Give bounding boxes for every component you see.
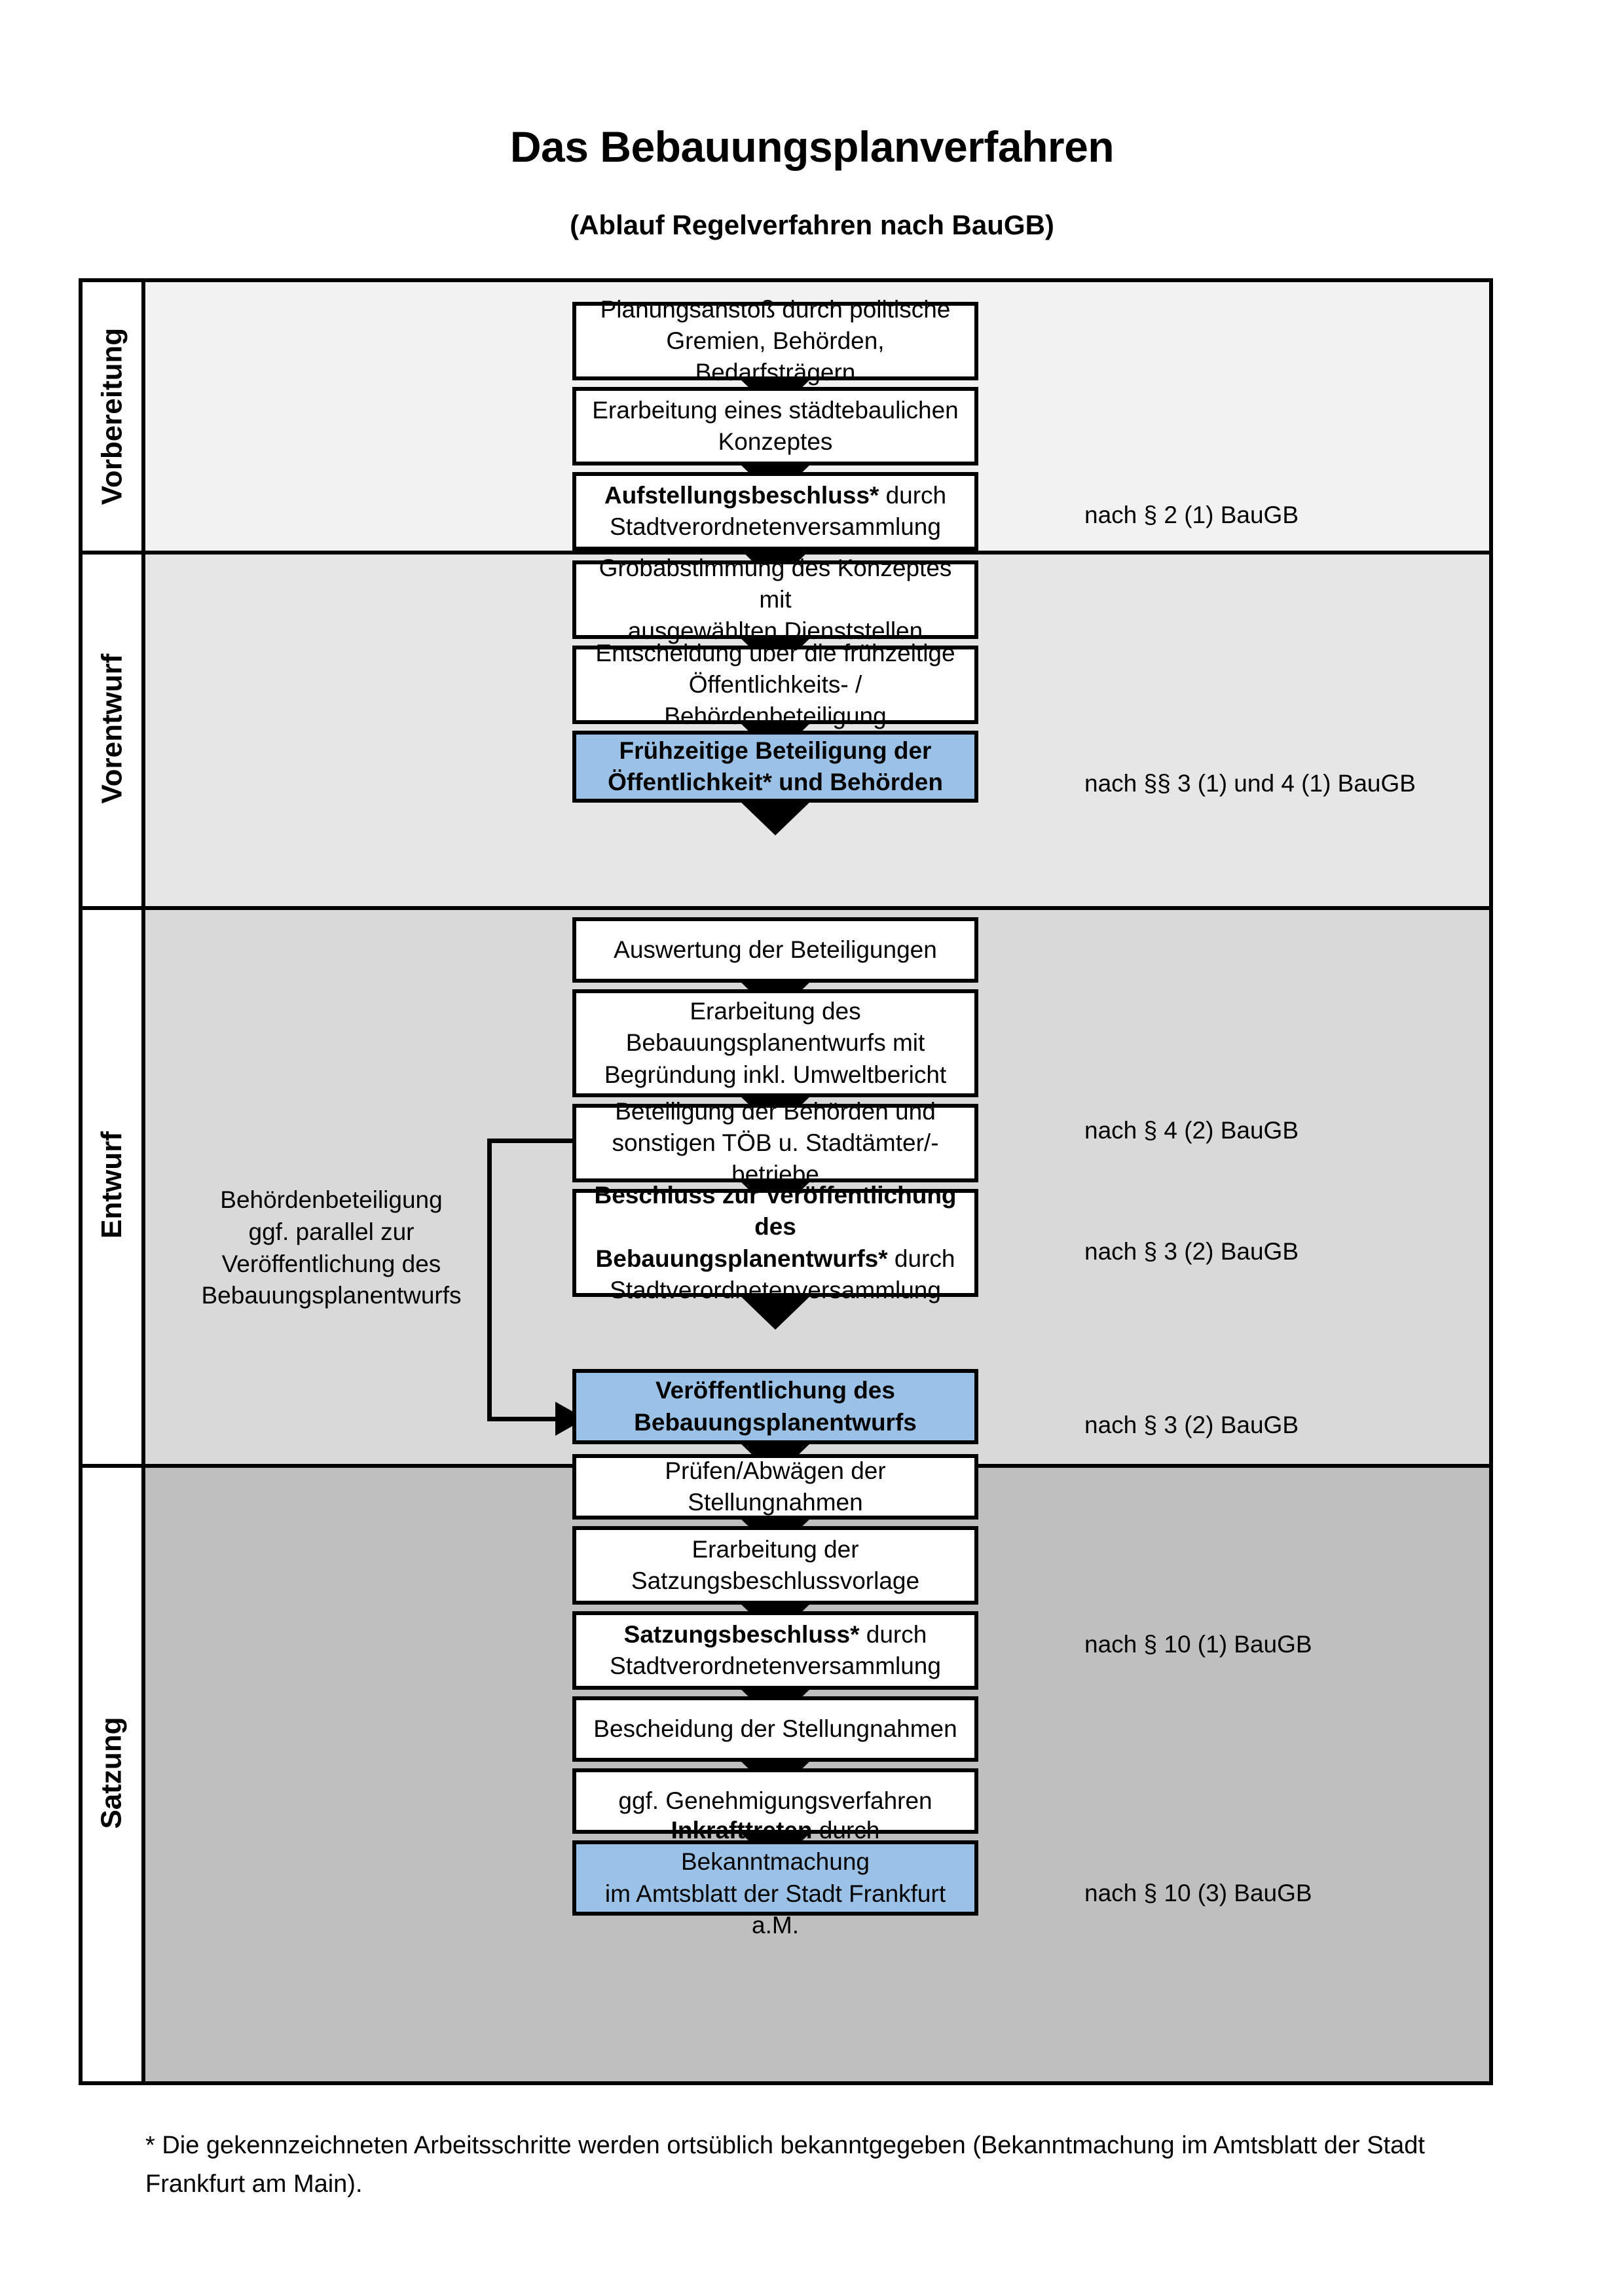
step-line: Gremien, Behörden, Bedarfsträgern <box>666 327 885 386</box>
step-beschluss-veroeffentlichung[interactable]: Beschluss zur Veröffentlichung des Bebau… <box>572 1182 978 1303</box>
connector-vertical-segment <box>487 1139 492 1421</box>
step-satzungsbeschluss[interactable]: Satzungsbeschluss* durch Stadtverordnete… <box>572 1611 978 1690</box>
step-line-bold: Veröffentlichung des <box>655 1377 895 1404</box>
page-subtitle: (Ablauf Regelverfahren nach BauGB) <box>570 210 1054 240</box>
reference-par3-1-4-1: nach §§ 3 (1) und 4 (1) BauGB <box>1084 770 1416 797</box>
step-entscheidung-fruehzeitige-beteiligung[interactable]: Entscheidung über die frühzeitige Öffent… <box>572 640 978 729</box>
flowchart-frame: Vorbereitung Vorentwurf Entwurf Satzung <box>79 278 1493 2085</box>
connector-top-segment <box>487 1139 572 1143</box>
lane-label-col-entwurf: Entwurf <box>83 906 145 1464</box>
sidenote-behoerdenbeteiligung: Behördenbeteiligung ggf. parallel zur Ve… <box>201 1186 462 1309</box>
step-line: Bebauungsplanentwurfs mit <box>625 1029 925 1057</box>
reference-par4-2: nach § 4 (2) BauGB <box>1084 1117 1299 1144</box>
step-line: Grobabstimmung des Konzeptes mit <box>599 554 952 613</box>
step-pruefen-abwaegen[interactable]: Prüfen/Abwägen der Stellungnahmen <box>572 1454 978 1520</box>
step-line: durch <box>859 1620 927 1648</box>
step-erarbeitung-bplanentwurf[interactable]: Erarbeitung des Bebauungsplanentwurfs mi… <box>572 989 978 1097</box>
step-line-bold: Inkrafttreten <box>671 1817 813 1844</box>
lane-divider-2 <box>83 906 1489 910</box>
step-staedtebauliches-konzept[interactable]: Erarbeitung eines städtebaulichen Konzep… <box>572 387 978 465</box>
step-line: Satzungsbeschlussvorlage <box>631 1567 920 1594</box>
step-line: Erarbeitung eines städtebaulichen <box>592 396 959 424</box>
step-line: Entscheidung über die frühzeitige <box>595 639 955 666</box>
lane-label-col-vorentwurf: Vorentwurf <box>83 551 145 906</box>
step-line: Auswertung der Beteiligungen <box>614 936 937 963</box>
page-title: Das Bebauungsplanverfahren <box>509 122 1115 171</box>
arrow-down-10 <box>739 1294 812 1330</box>
step-line: Stadtverordnetenversammlung <box>610 513 941 540</box>
step-line-bold: Satzungsbeschluss* <box>623 1620 860 1648</box>
step-line: Öffentlichkeits- / Behördenbeteiligung <box>664 670 887 730</box>
step-line: Konzeptes <box>718 428 833 455</box>
footnote-text: * Die gekennzeichneten Arbeitsschritte w… <box>145 2132 1425 2198</box>
step-bescheidung-stellungnahmen[interactable]: Bescheidung der Stellungnahmen <box>572 1696 978 1762</box>
reference-par3-2-b: nach § 3 (2) BauGB <box>1084 1412 1299 1438</box>
step-line: ggf. Genehmigungsverfahren <box>618 1787 932 1814</box>
step-auswertung-beteiligungen[interactable]: Auswertung der Beteiligungen <box>572 917 978 983</box>
reference-par2-1: nach § 2 (1) BauGB <box>1084 501 1299 528</box>
step-line: Begründung inkl. Umweltbericht <box>604 1061 947 1088</box>
step-line: Stadtverordnetenversammlung <box>610 1652 941 1679</box>
lane-label-satzung: Satzung <box>96 1716 128 1829</box>
step-line: sonstigen TÖB u. Stadtämter/-betriebe <box>612 1129 939 1188</box>
step-line-bold: Beschluss zur Veröffentlichung des <box>594 1182 957 1241</box>
step-erarbeitung-satzungsbeschlussvorlage[interactable]: Erarbeitung der Satzungsbeschlussvorlage <box>572 1526 978 1605</box>
reference-par3-2-a: nach § 3 (2) BauGB <box>1084 1238 1299 1265</box>
connector-bottom-segment <box>487 1417 559 1421</box>
step-fruehzeitige-beteiligung[interactable]: Frühzeitige Beteiligung der Öffentlichke… <box>572 731 978 803</box>
step-line: durch <box>879 481 947 509</box>
step-line: Erarbeitung des <box>690 998 861 1025</box>
lane-label-col-vorbereitung: Vorbereitung <box>83 282 145 551</box>
step-line: durch <box>887 1245 955 1272</box>
lane-label-col-satzung: Satzung <box>83 1464 145 2081</box>
step-planungsanstoss[interactable]: Planungsanstoß durch politische Gremien,… <box>572 296 978 386</box>
step-beteiligung-behoerden-toeb[interactable]: Beteiligung der Behörden und sonstigen T… <box>572 1098 978 1188</box>
step-line: Planungsanstoß durch politische <box>600 295 951 323</box>
step-line: Erarbeitung der <box>692 1535 859 1563</box>
step-veroeffentlichung-bplanentwurf[interactable]: Veröffentlichung des Bebauungsplanentwur… <box>572 1369 978 1444</box>
lane-label-vorbereitung: Vorbereitung <box>96 327 128 505</box>
step-line: im Amtsblatt der Stadt Frankfurt a.M. <box>604 1880 946 1939</box>
step-line: durch Bekanntmachung <box>681 1817 880 1876</box>
step-aufstellungsbeschluss[interactable]: Aufstellungsbeschluss* durch Stadtverord… <box>572 472 978 551</box>
reference-par10-1: nach § 10 (1) BauGB <box>1084 1631 1312 1658</box>
step-inkrafttreten[interactable]: Inkrafttreten durch Bekanntmachung im Am… <box>572 1817 978 1939</box>
step-line-bold: Aufstellungsbeschluss* <box>604 481 879 509</box>
step-grobabstimmung[interactable]: Grobabstimmung des Konzeptes mit ausgewä… <box>572 555 978 644</box>
arrow-down-6 <box>739 800 812 835</box>
step-line-bold: Bebauungsplanentwurfs <box>634 1408 917 1436</box>
lane-label-vorentwurf: Vorentwurf <box>96 653 128 803</box>
step-line: Prüfen/Abwägen der Stellungnahmen <box>665 1457 886 1516</box>
step-line-bold: Öffentlichkeit* und Behörden <box>608 769 943 795</box>
lane-label-entwurf: Entwurf <box>96 1131 128 1239</box>
step-line-bold: Frühzeitige Beteiligung der <box>619 737 932 764</box>
step-line: Beteiligung der Behörden und <box>615 1097 936 1125</box>
step-line-bold: Bebauungsplanentwurfs* <box>595 1245 888 1272</box>
step-line: Bescheidung der Stellungnahmen <box>593 1715 957 1742</box>
reference-par10-3: nach § 10 (3) BauGB <box>1084 1880 1312 1906</box>
